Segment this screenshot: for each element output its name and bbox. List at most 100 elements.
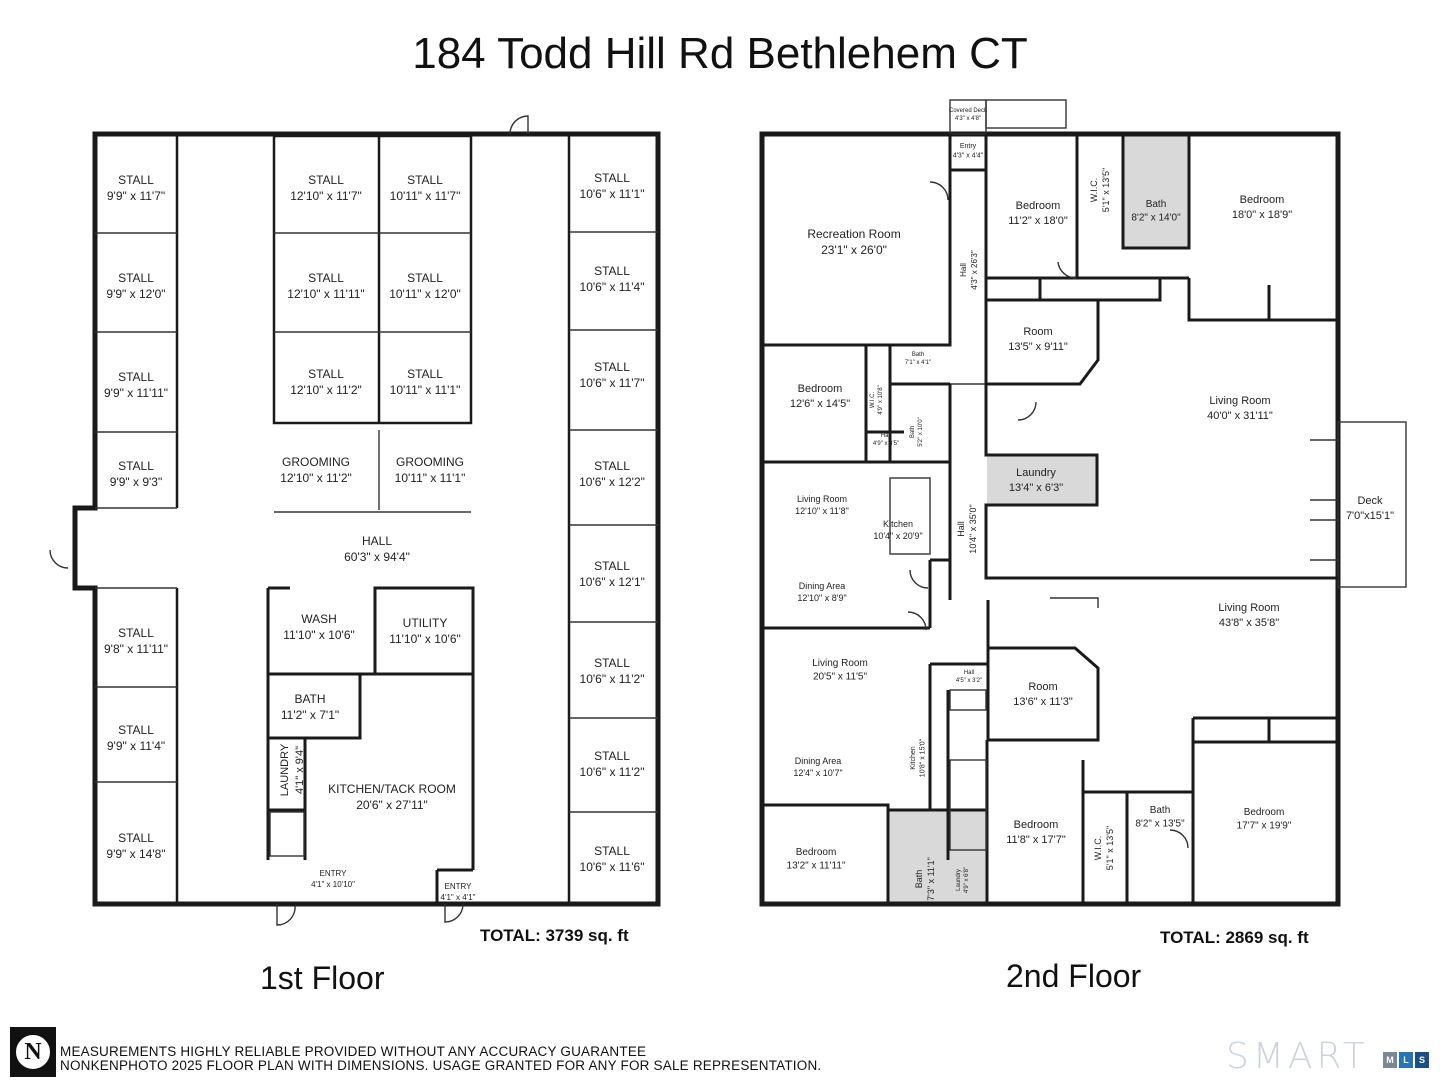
floor2-room-dimensions: 40'0" x 31'11" [1207, 410, 1273, 422]
floor1-room-dimensions: 9'9" x 12'0" [106, 287, 165, 301]
floor2-room-label-10: Bedroom 12'6" x 14'5" [790, 383, 850, 410]
floor2-room-dimensions: 4'3" x 26'3" [970, 250, 979, 290]
floor1-room-dimensions: 10'6" x 11'1" [580, 187, 645, 201]
floor1-room-name: LAUNDRY [279, 743, 291, 796]
floor1-room-dimensions: 10'11" x 11'1" [390, 383, 461, 397]
mls-badge-l: L [1399, 1052, 1413, 1068]
floor2-room-name: Living Room [812, 658, 868, 669]
disclaimer: MEASUREMENTS HIGHLY RELIABLE PROVIDED WI… [60, 1045, 821, 1073]
floor1-room-name: STALL [118, 626, 154, 640]
floor2-room-name: Covered Deck [949, 108, 988, 114]
floor1-room-dimensions: 4'1" x 10'10" [311, 880, 355, 889]
floor2-room-dimensions: 4'3" x 4'4" [953, 152, 984, 159]
floor-1-total: TOTAL: 3739 sq. ft [480, 926, 629, 945]
floor1-room-name: UTILITY [403, 616, 448, 630]
floor2-room-name: W.I.C. [870, 392, 876, 409]
floor2-room-name: Living Room [797, 494, 847, 504]
floor2-room-name: Bedroom [798, 383, 843, 395]
floor1-room-dimensions: 4'1" x 9'4" [294, 746, 306, 794]
floor2-room-name: Bedroom [1014, 819, 1059, 831]
floor1-room-label-11: STALL 10'11" x 12'0" [389, 271, 461, 301]
floor2-room-name: Living Room [1218, 602, 1279, 614]
floor2-room-label-1: Entry 4'3" x 4'4" [953, 143, 984, 159]
floor-1-caption: 1st Floor [260, 960, 385, 996]
floor1-room-name: STALL [118, 831, 154, 845]
smart-mls-badges: M L S [1383, 1052, 1429, 1068]
floor2-room-name: Recreation Room [807, 227, 900, 241]
laundry-shaded-area [987, 455, 1097, 505]
floor2-room-label-5: W.I.C.5'1" x 13'5" [1089, 168, 1111, 212]
floor2-room-name: Dining Area [795, 756, 842, 766]
floor1-room-dimensions: 12'10" x 11'11" [287, 287, 364, 301]
floor2-room-name: Bedroom [1244, 807, 1285, 818]
floor2-room-name: W.I.C. [1089, 178, 1099, 203]
floor2-room-label-28: W.I.C.5'1" x 13'5" [1093, 826, 1115, 870]
floor2-room-name: Bedroom [1240, 194, 1285, 206]
floor2-room-name: Room [1023, 326, 1052, 338]
floor2-room-name: Bath [1150, 805, 1171, 816]
floor1-room-name: STALL [594, 559, 630, 573]
floor1-room-name: STALL [308, 367, 344, 381]
floor2-room-name: Laundry [956, 869, 962, 891]
floor2-room-dimensions: 10'4" x 35'0" [968, 504, 978, 553]
floor-2-total: TOTAL: 2869 sq. ft [1160, 928, 1309, 947]
floor2-room-dimensions: 12'6" x 14'5" [790, 398, 850, 410]
floor2-room-dimensions: 13'5" x 9'11" [1008, 341, 1068, 353]
floor2-room-dimensions: 10'4" x 20'9" [873, 531, 922, 541]
floor1-room-dimensions: 11'10" x 10'6" [283, 628, 355, 642]
bath-laundry-shaded-area [888, 810, 987, 904]
floor2-room-dimensions: 5'2" x 10'0" [918, 417, 924, 447]
floor2-room-dimensions: 17'7" x 19'9" [1237, 821, 1292, 832]
floor1-room-dimensions: 10'11" x 12'0" [389, 287, 461, 301]
floor2-room-name: Entry [960, 143, 977, 150]
floor1-room-name: GROOMING [282, 455, 350, 469]
floor1-room-name: WASH [301, 612, 337, 626]
floor2-room-dimensions: 4'9" x 3'5" [873, 441, 899, 447]
floor2-room-dimensions: 43'8" x 35'8" [1219, 617, 1279, 629]
floor1-room-label-24: WASH 11'10" x 10'6" [283, 612, 355, 642]
floor1-room-name: GROOMING [396, 455, 464, 469]
floor2-room-dimensions: 8'2" x 14'0" [1131, 213, 1181, 224]
smart-mls-logo: SMART [1226, 1036, 1369, 1077]
floor1-room-name: STALL [118, 459, 154, 473]
floor1-room-name: HALL [362, 534, 392, 548]
floor1-room-name: STALL [594, 459, 630, 473]
floor1-room-name: STALL [118, 370, 154, 384]
floor2-room-dimensions: 4'9" x 6'8" [964, 867, 970, 893]
floor1-room-dimensions: 9'9" x 11'11" [104, 386, 168, 400]
disclaimer-line-2: NONKENPHOTO 2025 FLOOR PLAN WITH DIMENSI… [60, 1058, 822, 1073]
floor1-room-name: STALL [118, 271, 154, 285]
floor2-room-dimensions: 13'4" x 6'3" [1009, 482, 1063, 494]
floor1-room-name: STALL [407, 271, 443, 285]
floor2-room-label-30: Bedroom 17'7" x 19'9" [1237, 807, 1292, 832]
mls-badge-s: S [1415, 1052, 1429, 1068]
floor1-room-dimensions: 60'3" x 94'4" [344, 550, 410, 564]
floor1-room-name: STALL [308, 173, 344, 187]
